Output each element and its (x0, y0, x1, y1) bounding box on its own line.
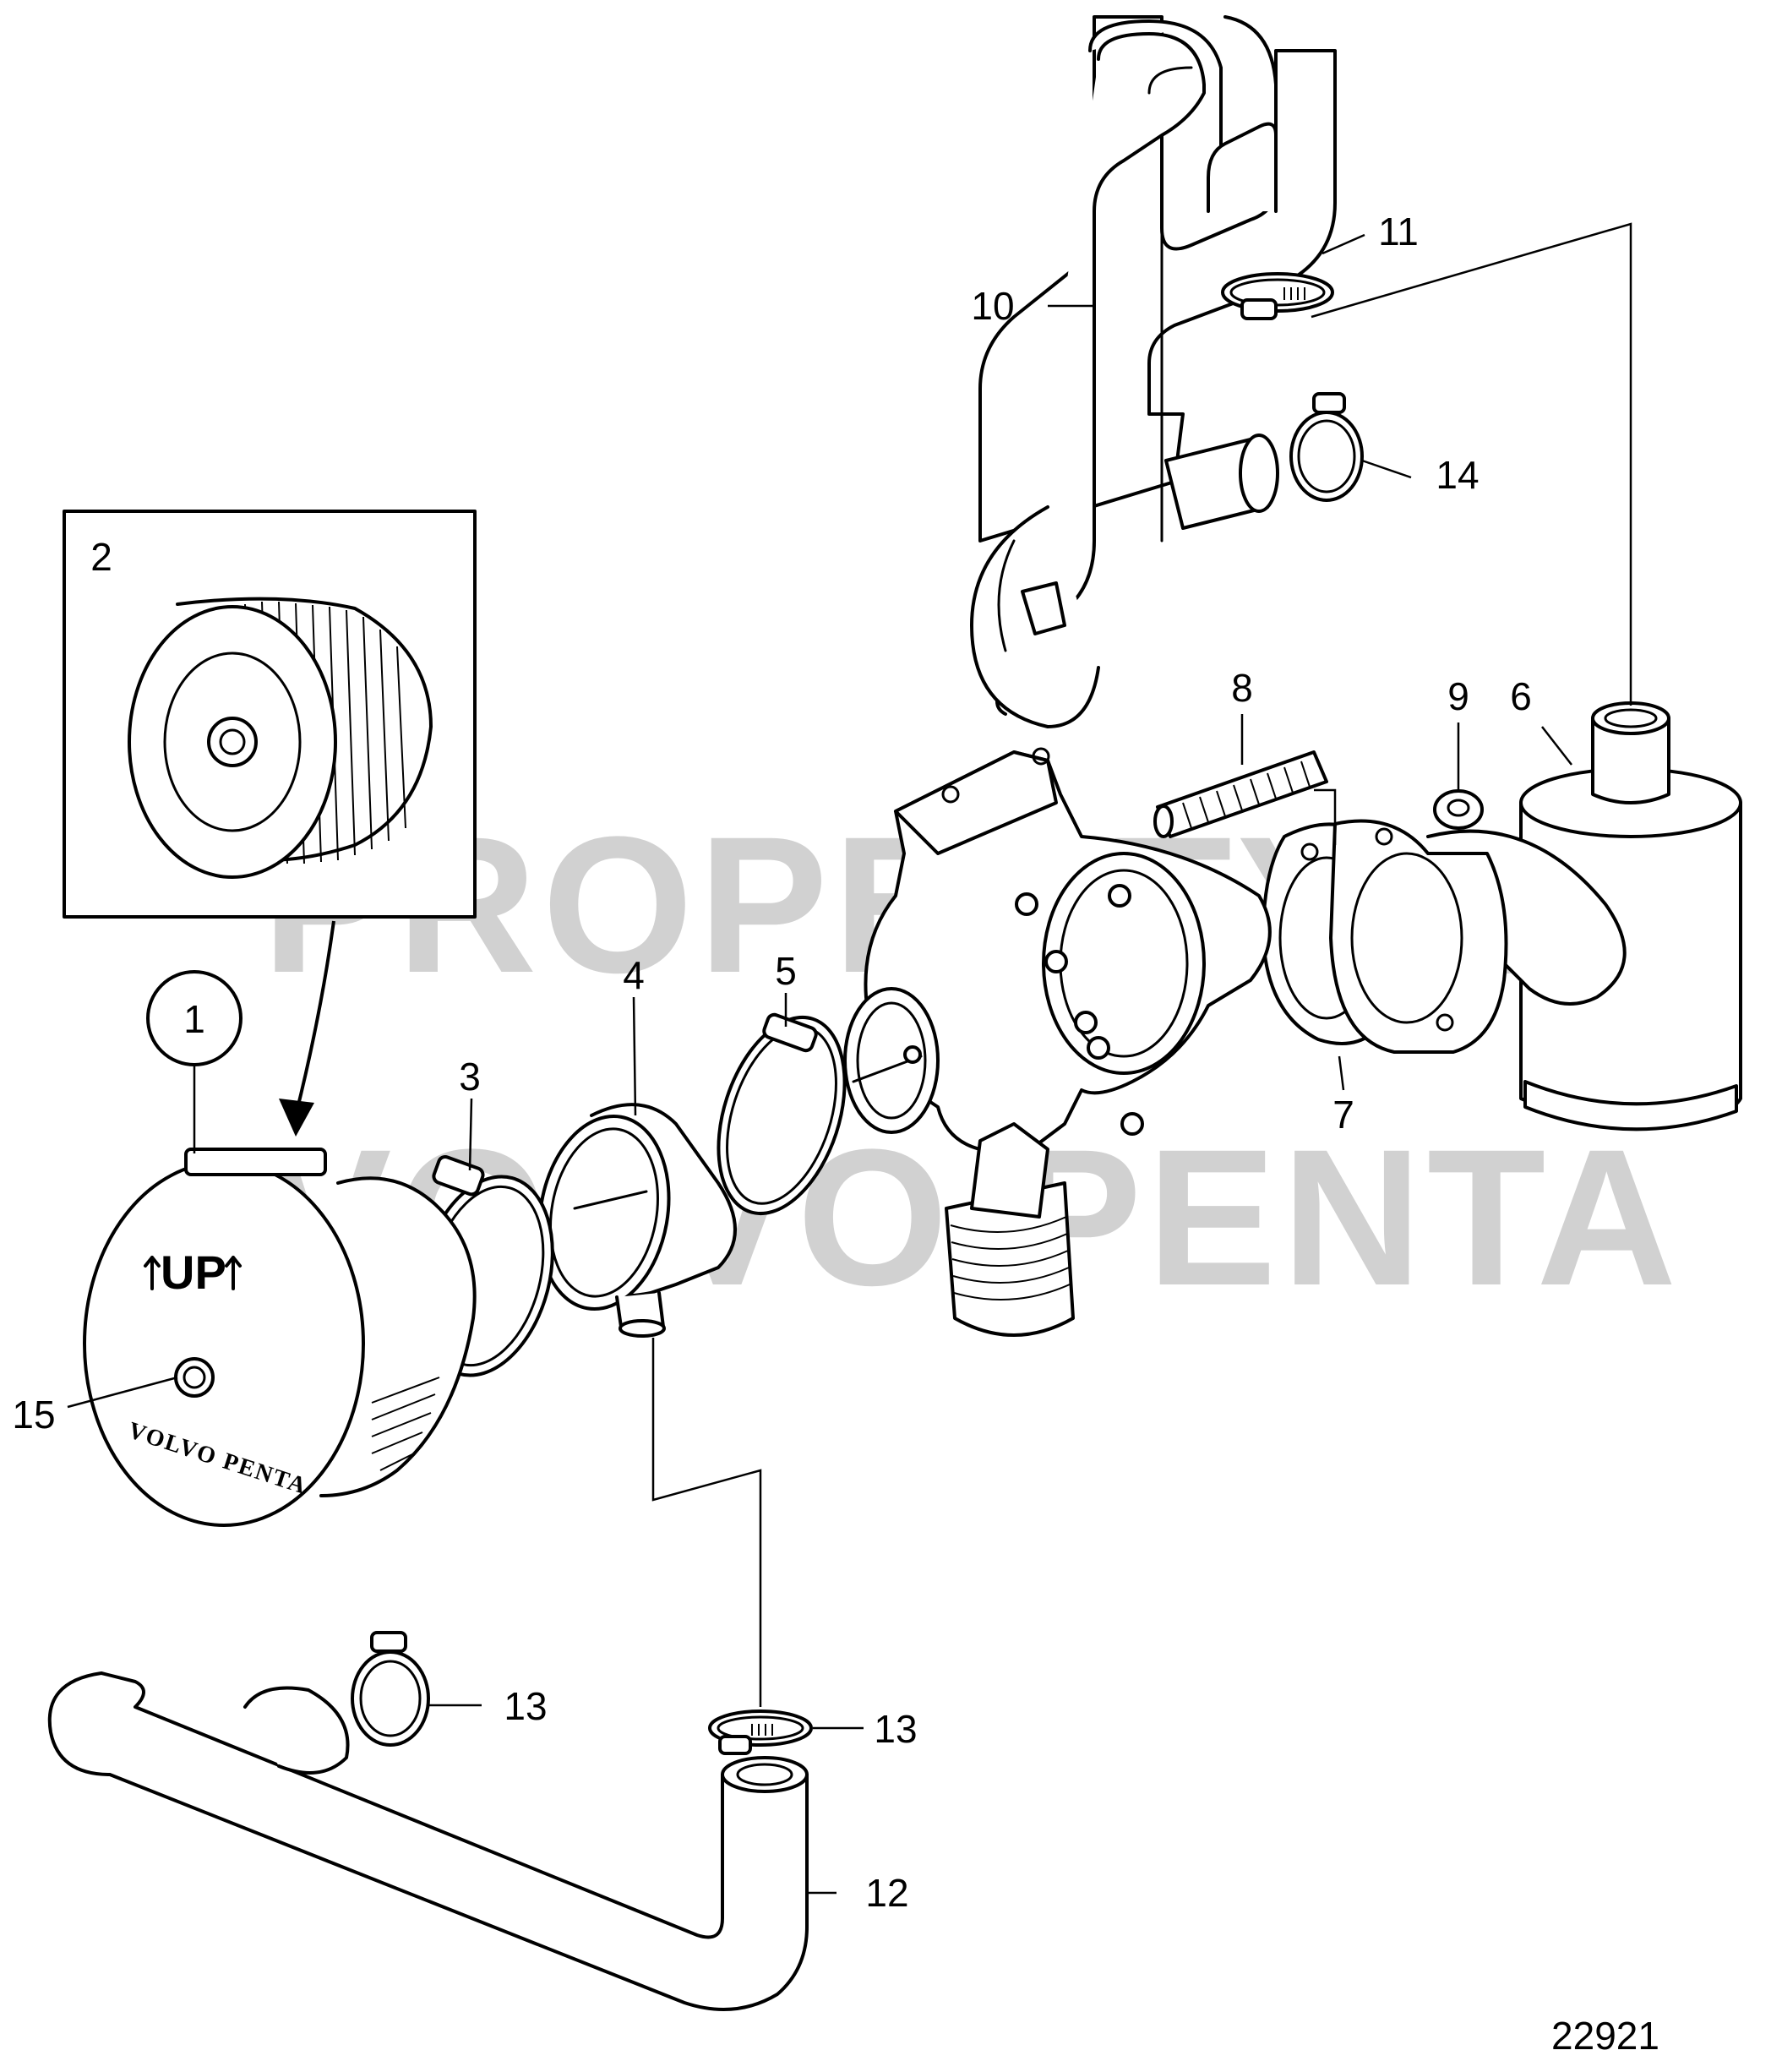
callout-labels: 1 2 3 4 5 6 7 8 9 10 11 12 13 13 14 15 2… (12, 210, 1659, 2058)
callout-4: 4 (623, 953, 645, 997)
callout-1: 1 (183, 997, 205, 1041)
callout-14: 14 (1436, 453, 1479, 497)
hose-clamp-11 (1221, 272, 1334, 320)
callout-12: 12 (865, 1871, 908, 1915)
callout-13-right: 13 (874, 1707, 917, 1751)
upper-hose (970, 15, 1337, 728)
callout-11: 11 (1378, 210, 1419, 254)
silencer-housing (1426, 701, 1742, 1131)
callout-13-left: 13 (504, 1684, 547, 1728)
turbocharger (843, 747, 1272, 1337)
inset-filter-element (63, 510, 477, 919)
callout-5: 5 (775, 949, 797, 993)
inset-arrow (294, 920, 335, 1116)
hose-clamp-13-left (351, 1631, 430, 1747)
callout-15: 15 (12, 1393, 55, 1437)
callout-1-circle (146, 970, 243, 1066)
nut-9 (1433, 789, 1484, 830)
up-marking: UP (161, 1246, 226, 1299)
callout-10: 10 (971, 284, 1014, 328)
hose-clamp-14 (1289, 392, 1364, 502)
callout-7: 7 (1332, 1093, 1354, 1137)
inset-arrowhead (279, 1099, 314, 1137)
hose-clamp-13-right (708, 1709, 813, 1755)
hose-clamp-5 (717, 1012, 847, 1216)
figure-number: 22921 (1551, 2014, 1659, 2058)
adapter-4 (537, 1103, 737, 1338)
gasket-7 (1262, 819, 1508, 1054)
stud-8 (1153, 750, 1328, 838)
callout-9: 9 (1447, 674, 1469, 718)
leader-lines (67, 222, 1632, 1895)
callout-6: 6 (1510, 674, 1532, 718)
callout-2: 2 (90, 535, 112, 579)
air-filter-1: UP VOLVO PENTA (83, 1148, 477, 1527)
lower-hose (47, 1671, 809, 2011)
callout-3: 3 (459, 1055, 481, 1099)
callout-8: 8 (1231, 666, 1253, 710)
